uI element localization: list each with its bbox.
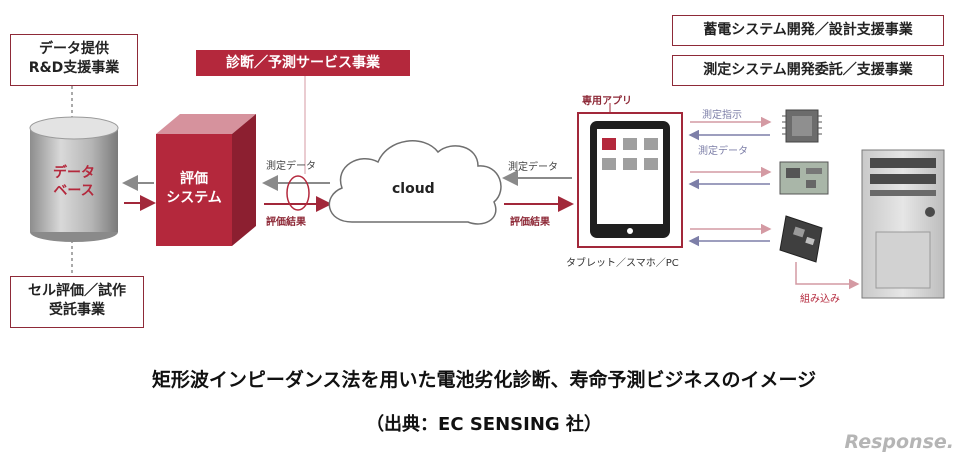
database-cylinder [29, 116, 119, 242]
data-provision-box: データ提供 R&D支援事業 [10, 34, 138, 86]
caption-title: 矩形波インピーダンス法を用いた電池劣化診断、寿命予測ビジネスのイメージ [151, 369, 817, 391]
eval-system-line1: 評価 [180, 171, 208, 187]
right-measure-label: 測定データ [508, 162, 558, 173]
tablet-device [590, 121, 670, 238]
device-command-label: 測定指示 [702, 110, 742, 121]
board-device [779, 161, 829, 195]
app-icon [644, 138, 658, 150]
pcb-device [779, 215, 823, 263]
tablet-caption: タブレット／スマホ／PC [566, 258, 679, 269]
right-result-label: 評価結果 [510, 217, 550, 228]
app-icon [602, 158, 616, 170]
database-label: データ ベース [30, 164, 118, 200]
cell-eval-line2: 受託事業 [49, 302, 105, 318]
app-icon [644, 158, 658, 170]
cell-eval-line1: セル評価／試作 [28, 283, 126, 299]
cloud-shape [328, 140, 502, 225]
data-provision-line1: データ提供 [39, 41, 109, 57]
data-provision-line2: R&D支援事業 [28, 60, 120, 76]
left-result-label: 評価結果 [266, 217, 306, 228]
left-measure-label: 測定データ [266, 161, 316, 172]
database-line2: ベース [53, 183, 95, 199]
pc-tower [861, 149, 945, 299]
app-label: 専用アプリ [582, 96, 632, 107]
database-line1: データ [53, 165, 95, 181]
embed-arrow [795, 262, 860, 290]
app-icon [623, 158, 637, 170]
watermark: Response. [844, 431, 954, 453]
highlight-ellipse [286, 175, 310, 211]
device-flow-arrows [688, 116, 772, 247]
app-icons [602, 138, 658, 170]
caption-source: （出典：EC SENSING 社） [366, 414, 602, 435]
eval-system-box [156, 114, 256, 246]
eval-system-label: 評価 システム [156, 170, 232, 208]
device-data-label: 測定データ [698, 146, 748, 157]
diagnosis-service-box: 診断／予測サービス事業 [196, 50, 410, 76]
measurement-dev-box: 測定システム開発委託／支援事業 [672, 55, 944, 86]
storage-dev-label: 蓄電システム開発／設計支援事業 [703, 22, 913, 38]
app-icon [623, 138, 637, 150]
cloud-label: cloud [392, 181, 435, 197]
embed-label: 組み込み [800, 294, 840, 305]
storage-dev-box: 蓄電システム開発／設計支援事業 [672, 15, 944, 46]
diagnosis-service-label: 診断／予測サービス事業 [226, 55, 380, 71]
app-icon-selected [602, 138, 616, 150]
cell-eval-box: セル評価／試作 受託事業 [10, 276, 144, 328]
measurement-dev-label: 測定システム開発委託／支援事業 [703, 62, 913, 78]
chip-device [782, 109, 822, 143]
eval-system-line2: システム [166, 190, 222, 206]
